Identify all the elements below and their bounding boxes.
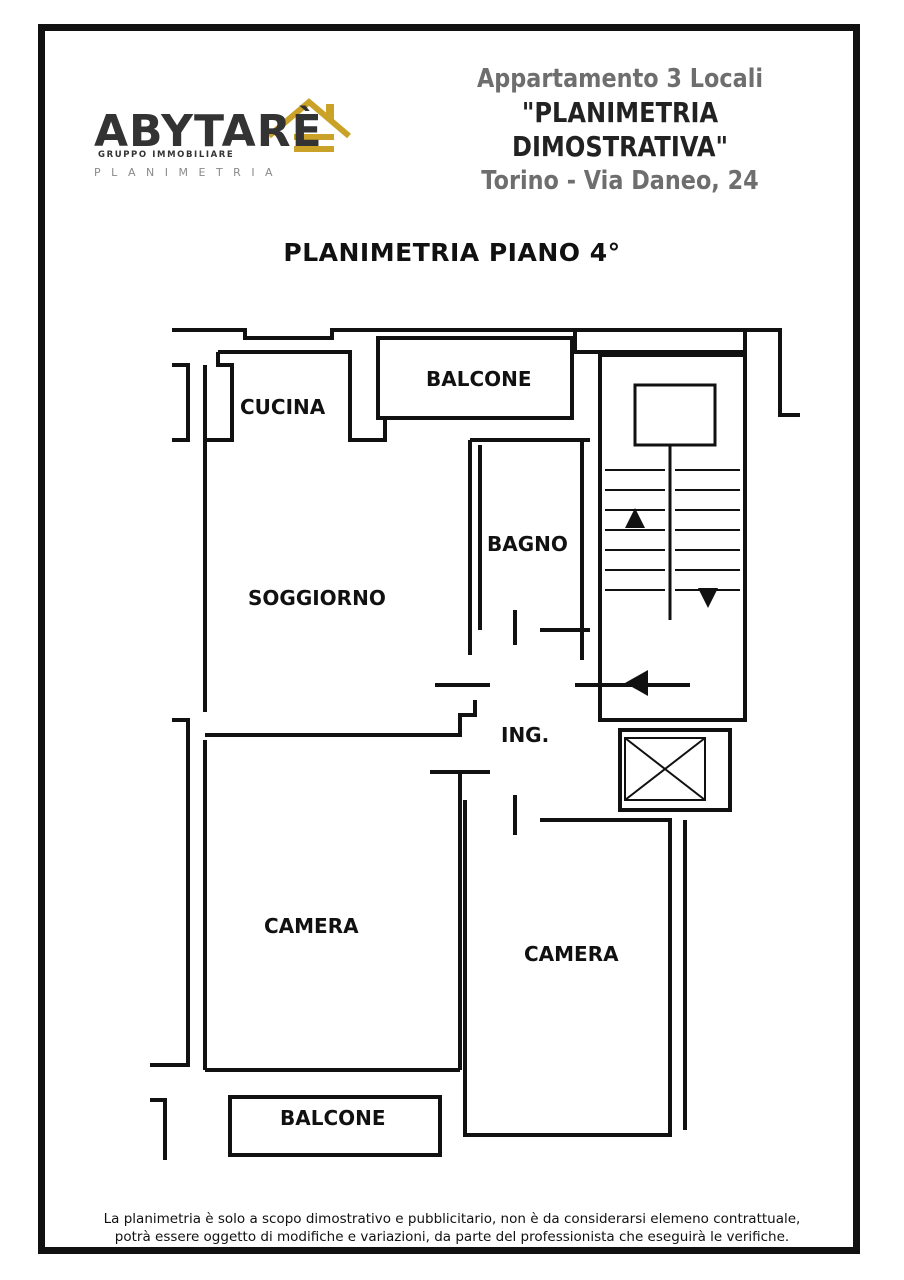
- room-balcone-bottom: BALCONE: [280, 1106, 386, 1130]
- arrow-up-icon: [625, 508, 645, 528]
- elevator-car: [624, 737, 706, 801]
- disclaimer-line-2: potrà essere oggetto di modifiche e vari…: [114, 1229, 790, 1245]
- disclaimer-line-1: La planimetria è solo a scopo dimostrati…: [103, 1211, 801, 1227]
- listing-type: Appartamento 3 Locali: [476, 64, 764, 94]
- logo-tagline: PLANIMETRIA: [94, 166, 284, 179]
- room-camera-right: CAMERA: [524, 942, 619, 966]
- listing-address: Torino - Via Daneo, 24: [481, 166, 759, 196]
- stairwell: [598, 353, 747, 722]
- wall-left-upper-outer: [172, 363, 190, 442]
- house-roof-icon: [267, 98, 351, 152]
- arrow-left-icon: [625, 670, 648, 696]
- wall-left-lower-outer: [150, 718, 190, 1067]
- plan-title: PLANIMETRIA PIANO 4°: [283, 238, 621, 267]
- logo-subtitle: GRUPPO IMMOBILIARE: [98, 150, 235, 160]
- room-soggiorno: SOGGIORNO: [248, 586, 386, 610]
- wall-top: [172, 328, 770, 354]
- listing-disclaimer-title: "PLANIMETRIA DIMOSTRATIVA": [511, 96, 729, 163]
- elevator-cross-2: [624, 737, 706, 801]
- page-frame: [38, 24, 860, 1254]
- room-ingresso: ING.: [501, 723, 549, 747]
- logo-name: ABYTARÈ: [94, 106, 323, 157]
- room-balcone-top: BALCONE: [426, 367, 532, 391]
- stair-landing: [633, 383, 717, 447]
- elevator-shaft: [618, 728, 732, 812]
- wall-bottom-balcony-outer: [150, 1098, 167, 1160]
- wall-camera-right: [463, 800, 672, 1137]
- company-logo: ABYTARÈ GRUPPO IMMOBILIARE PLANIMETRIA: [94, 96, 364, 186]
- room-cucina: CUCINA: [240, 395, 326, 419]
- arrow-down-icon: [698, 588, 718, 608]
- wall-kitchen-left: [205, 352, 234, 442]
- balcone-bottom-outline: [228, 1095, 442, 1157]
- wall-kitchen: [218, 350, 387, 442]
- disclaimer-footer: La planimetria è solo a scopo dimostrati…: [60, 1210, 844, 1246]
- room-bagno: BAGNO: [487, 532, 568, 556]
- room-camera-left: CAMERA: [264, 914, 359, 938]
- wall-top-right: [575, 328, 800, 417]
- balcone-top-outline: [376, 336, 574, 420]
- listing-header: Appartamento 3 Locali "PLANIMETRIA DIMOS…: [400, 62, 840, 198]
- wall-soggiorno-bottom: [205, 700, 477, 737]
